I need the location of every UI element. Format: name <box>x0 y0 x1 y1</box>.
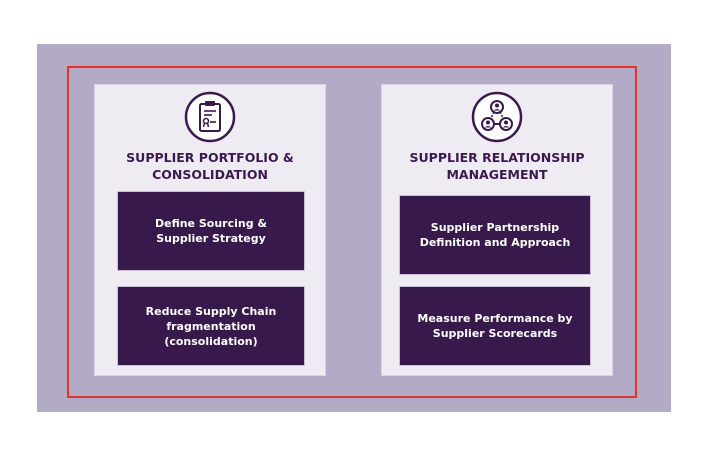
people-network-icon <box>471 91 523 143</box>
activity-box-partnership-definition: Supplier Partnership Definition and Appr… <box>399 195 591 275</box>
activity-box-reduce-fragmentation: Reduce Supply Chain fragmentation (conso… <box>117 286 305 366</box>
activity-box-sourcing-strategy: Define Sourcing & Supplier Strategy <box>117 191 305 271</box>
panel-title: SUPPLIER RELATIONSHIP MANAGEMENT <box>409 150 585 182</box>
panel-supplier-relationship: SUPPLIER RELATIONSHIP MANAGEMENT Supplie… <box>381 84 613 376</box>
clipboard-certificate-icon <box>184 91 236 143</box>
panel-title: SUPPLIER PORTFOLIO & CONSOLIDATION <box>126 150 294 182</box>
highlight-frame <box>67 66 637 398</box>
activity-box-performance-scorecards: Measure Performance by Supplier Scorecar… <box>399 286 591 366</box>
panel-supplier-portfolio: SUPPLIER PORTFOLIO & CONSOLIDATION Defin… <box>94 84 326 376</box>
